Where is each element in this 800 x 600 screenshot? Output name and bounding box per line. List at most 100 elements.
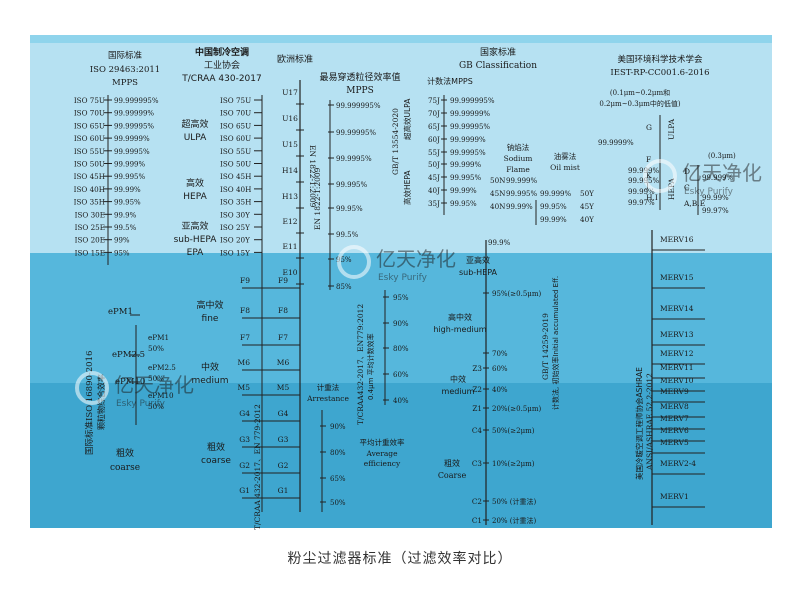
watermark-sub: Esky Purify — [378, 273, 428, 283]
gb-lower-label: Z1 — [472, 404, 482, 413]
eu-lower-label: M6 — [277, 358, 290, 367]
crac-grade-label: ISO 25Y — [220, 223, 250, 232]
merv-label: MERV6 — [660, 426, 689, 435]
iso-grade-label: ISO 45H — [74, 172, 105, 181]
epm25-side: ePM2.5 — [148, 363, 176, 372]
us-letter-label: K — [646, 171, 652, 180]
mpps-scale-value: 99.95% — [336, 205, 363, 213]
himed-zh: 高中效 — [448, 312, 472, 322]
gb-eff-value: 99.95% — [450, 200, 477, 208]
crac-header-1: 中国制冷空调 — [195, 46, 249, 58]
gb-eff-value: 99.9995% — [450, 149, 486, 157]
gb-eff-value: 99.995% — [450, 174, 481, 182]
iso-eff-value: 99.9995% — [114, 148, 150, 156]
crac-lower-label: M5 — [238, 383, 251, 392]
gb-eff-value: 99.99% — [450, 187, 477, 195]
us-letter-label-right: C — [684, 183, 690, 192]
gb-grade-label: 45J — [428, 173, 440, 182]
epm1-pct: 50% — [148, 344, 164, 353]
sodium-grade-label: 45N — [490, 189, 505, 198]
crac-grade-label: ISO 15Y — [220, 248, 250, 257]
sodium-label-en2: Flame — [506, 165, 530, 174]
merv-label: MERV2-4 — [660, 459, 696, 468]
crac-lower-label: G3 — [239, 435, 250, 444]
sodium-eff-value: 99.995% — [506, 190, 537, 198]
gb-grade-label: 35J — [428, 199, 440, 208]
gb-grade-label: 65J — [428, 122, 440, 131]
merv-label: MERV7 — [660, 414, 689, 423]
watermark-text: 亿天净化 — [376, 247, 456, 271]
coarse-left-en: coarse — [110, 463, 140, 473]
iso-eff-value: 99.999995% — [114, 97, 159, 105]
background-band-low — [30, 383, 772, 528]
watermark-text: 亿天净化 — [682, 161, 762, 185]
iso-grade-label: ISO 50U — [74, 160, 105, 169]
us-right-eff: 99.97% — [702, 207, 729, 215]
us-right-eff: 99.999% — [702, 174, 733, 182]
us-eff-value: 99.9999% — [598, 139, 634, 147]
background-band-upper — [30, 35, 772, 43]
eu-lower-label: G3 — [278, 435, 289, 444]
grade-medium-zh: 中效 — [201, 361, 219, 373]
gb-lower-eff: 10%(≥2μm) — [492, 460, 535, 468]
us-letter-label-right: D — [684, 167, 690, 176]
coarse-left-zh: 粗效 — [116, 447, 134, 459]
iso-eff-value: 99.995% — [114, 173, 145, 181]
mpps-scale-value: 99.9995% — [336, 155, 372, 163]
epm10-pct: 50% — [148, 402, 164, 411]
iso-eff-value: 95% — [114, 249, 130, 257]
merv-label: MERV10 — [660, 376, 694, 385]
eu-upper-label: U15 — [282, 140, 298, 149]
gb-lower-eff: 50% (计重法) — [492, 497, 537, 506]
crac-grade-label: ISO 70U — [220, 109, 251, 118]
epm25-pct: 50% — [148, 374, 164, 383]
grade-subhepa-en: sub-HEPA — [174, 235, 218, 245]
gb-eff-value: 99.99995% — [450, 123, 490, 131]
crac-lower-label: G2 — [239, 461, 250, 470]
crac-grade-label: ISO 45H — [220, 172, 251, 181]
ashrae-label-zh: 美国冷暖空调工程师协会ASHRAE — [634, 367, 644, 480]
oil-grade-label: 50Y — [580, 189, 594, 198]
us-note-1: (0.1μm~0.2μm和 — [610, 88, 670, 97]
gb-grade-label: 70J — [428, 109, 440, 118]
crac-grade-label: ISO 65U — [220, 121, 251, 130]
avg-label-en1: Average — [365, 449, 398, 458]
merv-label: MERV11 — [660, 363, 694, 372]
crac-lower-label: G4 — [239, 409, 250, 418]
iso-grade-label: ISO 70U — [74, 109, 105, 118]
iso-grade-label: ISO 40H — [74, 185, 105, 194]
iso-grade-label: ISO 65U — [74, 121, 105, 130]
gb-lower-label: Z2 — [472, 385, 482, 394]
eu-axis-label-2: EN 1822-1:2009 — [313, 167, 322, 230]
us-right-eff: 99.99% — [702, 194, 729, 202]
gb-eff-value: 99.999% — [450, 161, 481, 169]
crac-header-2: 工业协会 — [204, 59, 240, 71]
merv-label: MERV16 — [660, 235, 694, 244]
us-03um: (0.3μm) — [708, 152, 736, 160]
us-eff-value: 99.97% — [628, 199, 655, 207]
merv-label: MERV1 — [660, 492, 689, 501]
iso-eff-value: 99.99999% — [114, 110, 154, 118]
caption: 粉尘过滤器标准（过滤效率对比） — [287, 551, 513, 567]
en779-scale-value: 40% — [393, 397, 409, 405]
us-eff-value: 99.995% — [628, 177, 659, 185]
eu-header: 欧洲标准 — [277, 53, 313, 65]
avg-label-zh: 平均计重效率 — [360, 437, 405, 447]
eu-lower-label: G1 — [278, 486, 289, 495]
watermark-logo-icon — [337, 245, 371, 279]
avg-scale-value: 65% — [330, 475, 346, 483]
gb-header-mpps: 计数法MPPS — [427, 76, 473, 86]
crac-grade-label: ISO 50U — [220, 160, 251, 169]
sodium-eff-value: 99.999% — [506, 177, 537, 185]
gb-lower-label: C3 — [472, 459, 482, 468]
grade-coarse-en: coarse — [201, 456, 231, 466]
en779-scale-value: 80% — [393, 345, 409, 353]
iso-header-std: ISO 29463:2011 — [90, 65, 160, 75]
iso-eff-value: 99.999% — [114, 161, 145, 169]
gb-lower-label: C4 — [472, 426, 482, 435]
grade-ulpa-zh: 超高效 — [181, 118, 208, 130]
crac-grade-label: ISO 75U — [220, 96, 251, 105]
us-note-2: 0.2μm~0.3μm中的低值) — [599, 99, 681, 108]
